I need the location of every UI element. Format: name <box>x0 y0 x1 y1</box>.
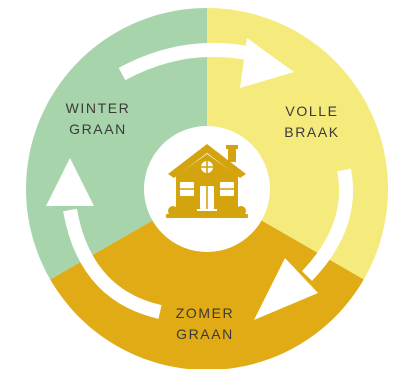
arrow-left-icon <box>63 208 162 319</box>
label-fallow-line2: BRAAK <box>284 124 339 140</box>
arrow-top-icon <box>118 43 254 81</box>
cycle-arrows <box>46 38 354 320</box>
label-summer-line2: GRAAN <box>176 326 234 342</box>
arrow-top-head-icon <box>240 38 294 88</box>
label-winter-line1: WINTER <box>66 100 131 116</box>
label-winter-line2: GRAAN <box>69 121 127 137</box>
label-summer-line1: ZOMER <box>176 305 235 321</box>
arrow-right-icon <box>301 168 354 281</box>
label-fallow-line1: VOLLE <box>285 103 338 119</box>
segment-summer-grain <box>50 189 364 369</box>
arrow-right-head-icon <box>254 258 318 320</box>
house-icon <box>166 144 248 218</box>
arrow-left-head-icon <box>46 158 94 206</box>
house-lines <box>180 161 234 209</box>
